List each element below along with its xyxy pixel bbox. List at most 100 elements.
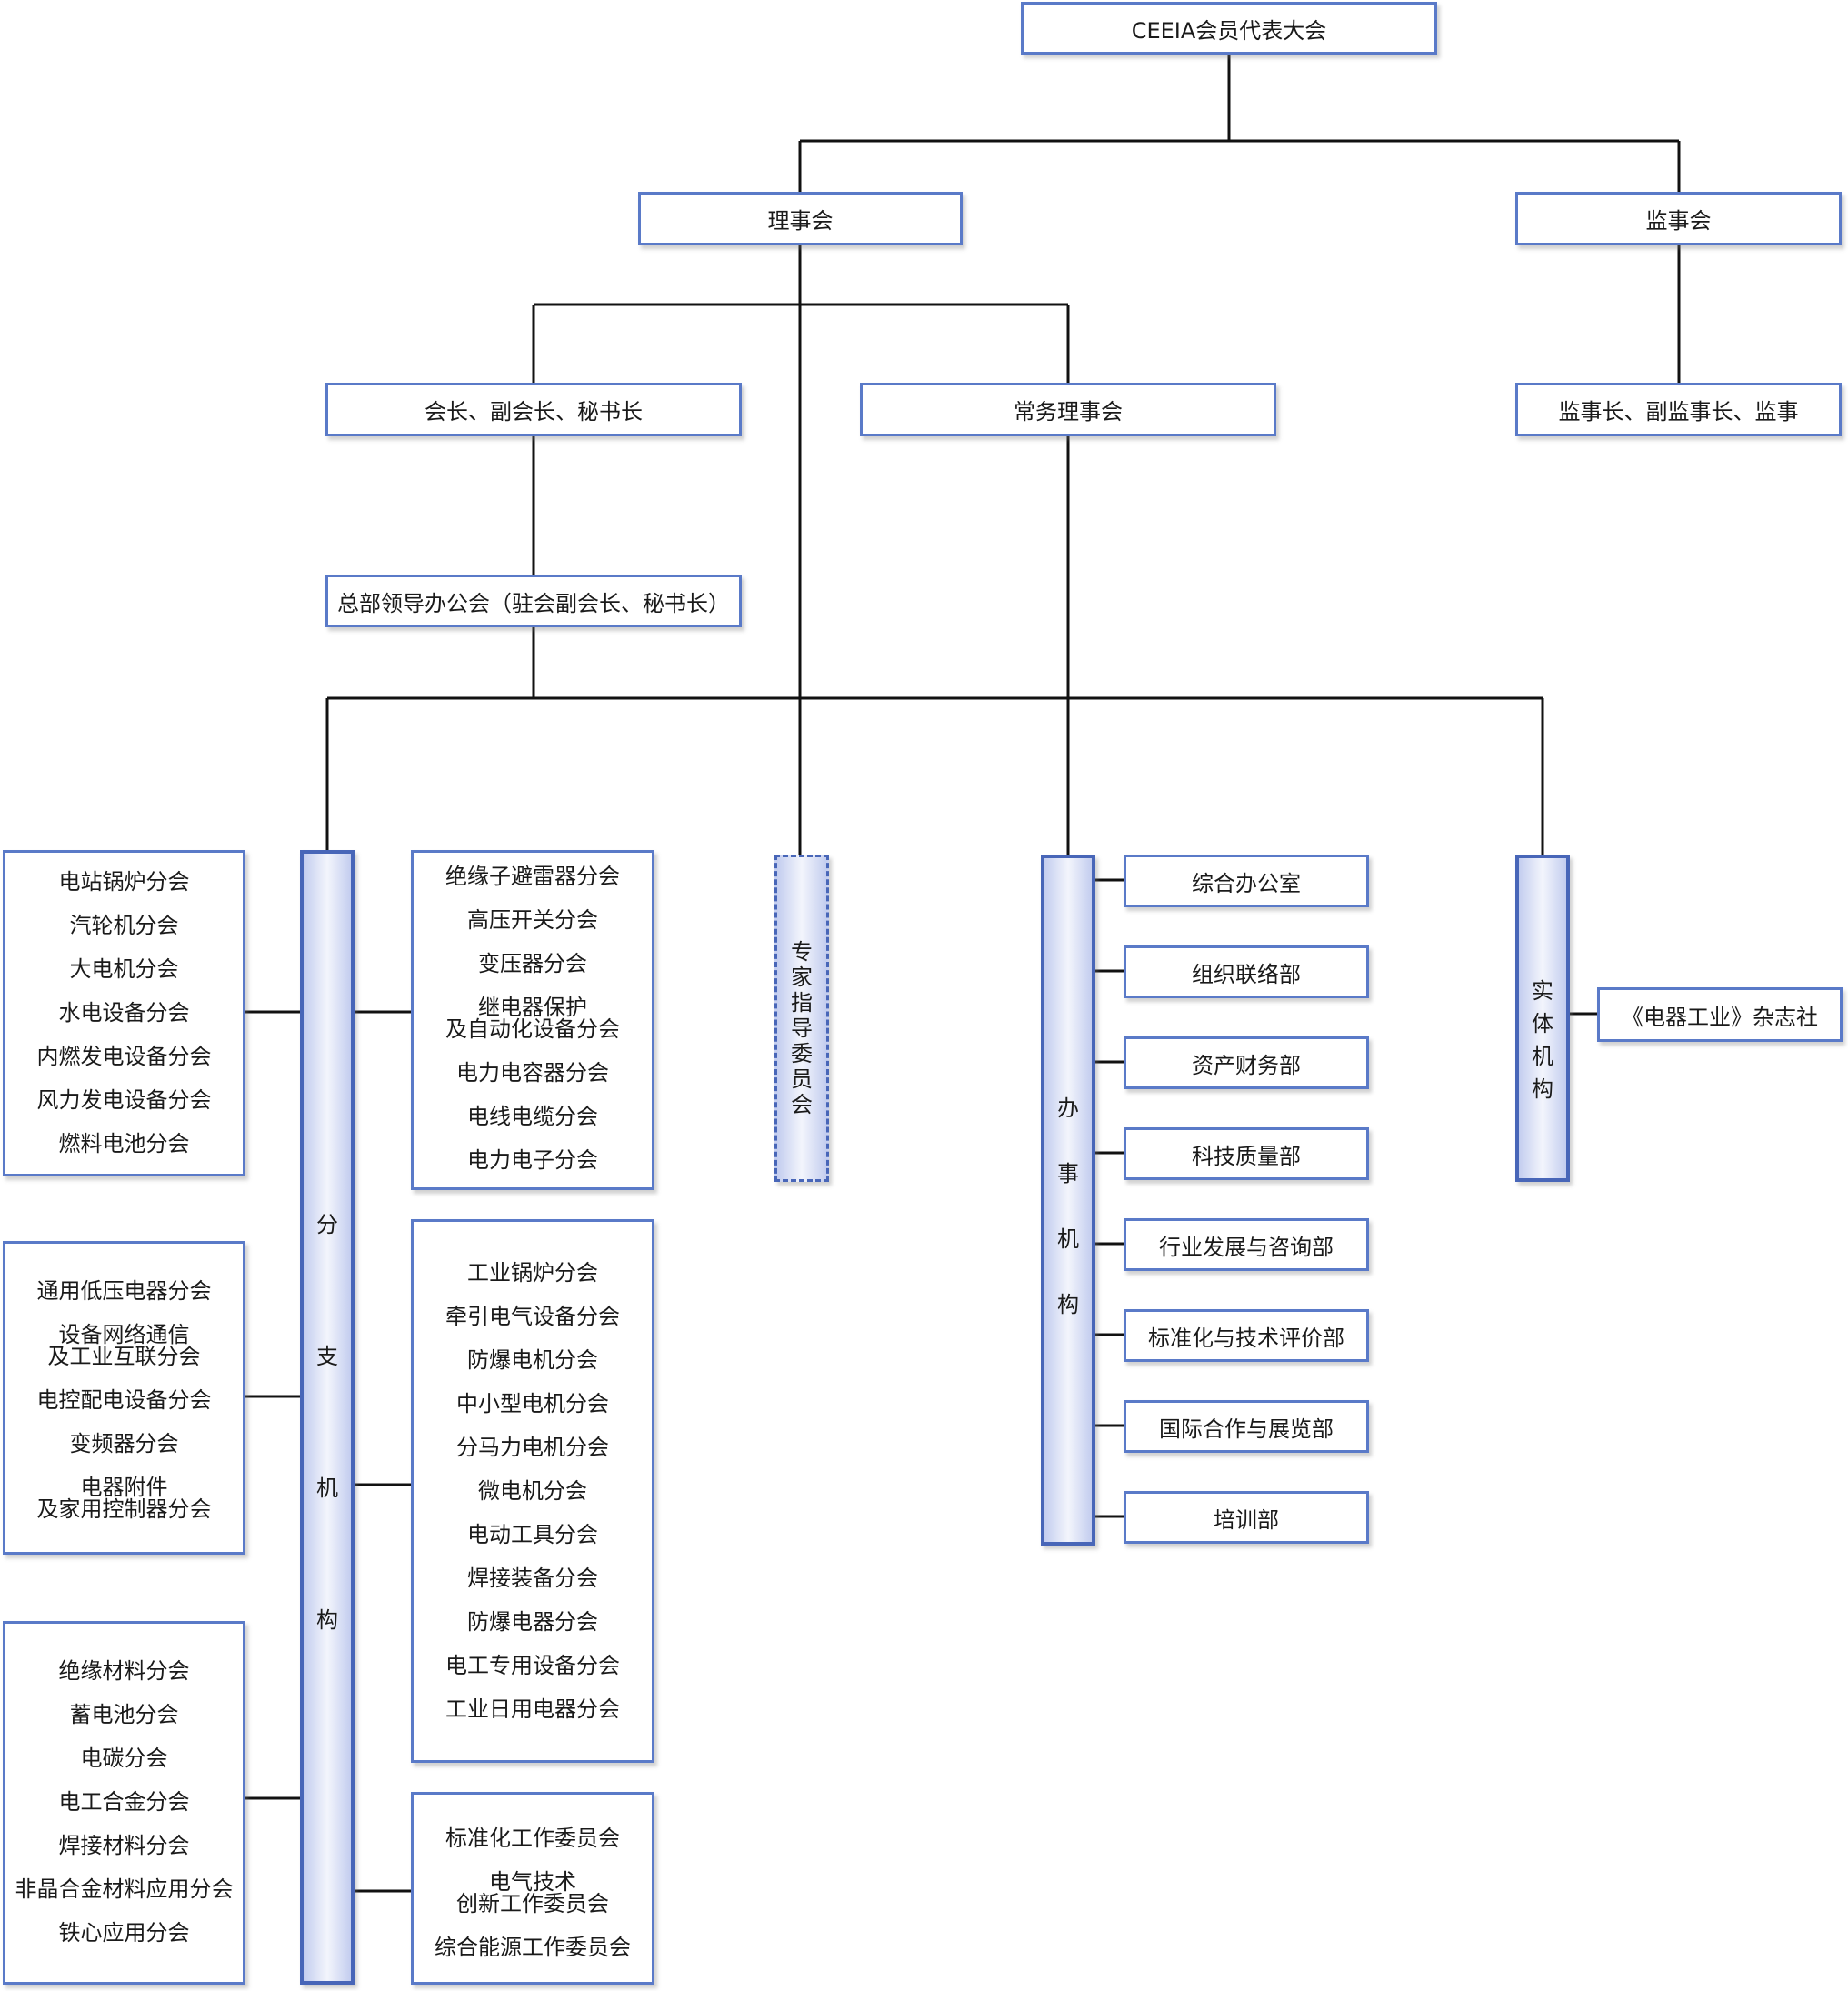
list-item: 设备网络通信 及工业互联分会 bbox=[47, 1322, 201, 1369]
list-item: 分马力电机分会 bbox=[456, 1435, 609, 1460]
list-item: 电动工具分会 bbox=[467, 1522, 598, 1547]
council-box: 理事会 bbox=[638, 192, 963, 245]
magazine-box: 《电器工业》杂志社 bbox=[1597, 987, 1843, 1042]
list-item: 牵引电气设备分会 bbox=[445, 1304, 620, 1329]
expert-char-2: 家 bbox=[791, 965, 813, 990]
department-box: 综合办公室 bbox=[1124, 855, 1369, 907]
department-label: 组织联络部 bbox=[1192, 961, 1301, 987]
department-box: 行业发展与咨询部 bbox=[1124, 1218, 1369, 1271]
office-char-4: 构 bbox=[1057, 1292, 1079, 1317]
supervisory-board-label: 监事会 bbox=[1645, 208, 1712, 234]
right-group-1: 绝缘子避雷器分会 高压开关分会 变压器分会 继电器保护 及自动化设备分会 电力电… bbox=[411, 850, 654, 1190]
list-item: 高压开关分会 bbox=[467, 907, 598, 933]
department-box: 培训部 bbox=[1124, 1491, 1369, 1544]
department-label: 科技质量部 bbox=[1192, 1143, 1301, 1169]
list-item: 铁心应用分会 bbox=[58, 1920, 190, 1946]
list-item: 变压器分会 bbox=[478, 951, 587, 976]
entity-char-1: 实 bbox=[1532, 978, 1553, 1004]
list-item: 电控配电设备分会 bbox=[36, 1387, 212, 1413]
list-item: 电站锅炉分会 bbox=[58, 869, 190, 895]
department-box: 标准化与技术评价部 bbox=[1124, 1309, 1369, 1362]
list-item: 水电设备分会 bbox=[58, 1000, 190, 1026]
list-item: 防爆电器分会 bbox=[467, 1609, 598, 1635]
office-char-3: 机 bbox=[1057, 1226, 1079, 1252]
list-item: 绝缘子避雷器分会 bbox=[445, 864, 620, 889]
entity-char-4: 构 bbox=[1532, 1076, 1553, 1102]
list-item: 内燃发电设备分会 bbox=[36, 1044, 212, 1069]
expert-char-6: 员 bbox=[791, 1066, 813, 1092]
list-item: 燃料电池分会 bbox=[58, 1131, 190, 1156]
entity-char-3: 机 bbox=[1532, 1044, 1553, 1069]
list-item: 电力电容器分会 bbox=[456, 1060, 609, 1086]
department-box: 组织联络部 bbox=[1124, 945, 1369, 998]
list-item: 焊接装备分会 bbox=[467, 1566, 598, 1591]
branch-org-bar: 分 支 机 构 bbox=[300, 850, 355, 1985]
department-label: 资产财务部 bbox=[1192, 1052, 1301, 1078]
branch-char-4: 构 bbox=[316, 1607, 338, 1633]
office-org-bar: 办 事 机 构 bbox=[1041, 855, 1095, 1546]
list-item: 非晶合金材料应用分会 bbox=[15, 1876, 234, 1902]
expert-char-3: 指 bbox=[791, 990, 813, 1016]
right-group-3: 标准化工作委员会 电气技术 创新工作委员会 综合能源工作委员会 bbox=[411, 1792, 654, 1985]
office-char-1: 办 bbox=[1057, 1096, 1079, 1121]
list-item: 电工专用设备分会 bbox=[445, 1653, 620, 1678]
branch-char-1: 分 bbox=[316, 1212, 338, 1237]
department-label: 培训部 bbox=[1214, 1506, 1279, 1533]
hq-office-box: 总部领导办公会（驻会副会长、秘书长） bbox=[325, 575, 742, 627]
list-item: 焊接材料分会 bbox=[58, 1833, 190, 1858]
department-label: 国际合作与展览部 bbox=[1159, 1416, 1334, 1442]
list-item: 电力电子分会 bbox=[467, 1147, 598, 1173]
leadership-box: 会长、副会长、秘书长 bbox=[325, 383, 742, 436]
department-label: 行业发展与咨询部 bbox=[1159, 1234, 1334, 1260]
list-item: 标准化工作委员会 bbox=[445, 1826, 620, 1851]
list-item: 风力发电设备分会 bbox=[36, 1087, 212, 1113]
list-item: 大电机分会 bbox=[69, 956, 179, 982]
members-congress-label: CEEIA会员代表大会 bbox=[1131, 17, 1327, 44]
magazine-label: 《电器工业》杂志社 bbox=[1622, 1004, 1818, 1030]
council-label: 理事会 bbox=[767, 208, 834, 234]
list-item: 防爆电机分会 bbox=[467, 1347, 598, 1373]
department-label: 综合办公室 bbox=[1192, 870, 1301, 896]
office-char-2: 事 bbox=[1057, 1161, 1079, 1186]
expert-committee-bar: 专 家 指 导 委 员 会 bbox=[774, 855, 829, 1182]
list-item: 电线电缆分会 bbox=[467, 1104, 598, 1129]
expert-char-7: 会 bbox=[791, 1092, 813, 1117]
left-group-1: 电站锅炉分会 汽轮机分会 大电机分会 水电设备分会 内燃发电设备分会 风力发电设… bbox=[3, 850, 245, 1176]
expert-char-4: 导 bbox=[791, 1016, 813, 1041]
left-group-3: 绝缘材料分会 蓄电池分会 电碳分会 电工合金分会 焊接材料分会 非晶合金材料应用… bbox=[3, 1621, 245, 1985]
list-item: 继电器保护 及自动化设备分会 bbox=[445, 995, 620, 1042]
entity-org-bar: 实 体 机 构 bbox=[1515, 855, 1570, 1182]
left-group-2: 通用低压电器分会 设备网络通信 及工业互联分会 电控配电设备分会 变频器分会 电… bbox=[3, 1241, 245, 1555]
leadership-label: 会长、副会长、秘书长 bbox=[425, 399, 643, 425]
list-item: 综合能源工作委员会 bbox=[435, 1935, 631, 1960]
list-item: 电工合金分会 bbox=[58, 1789, 190, 1815]
supervisors-box: 监事长、副监事长、监事 bbox=[1515, 383, 1842, 436]
list-item: 通用低压电器分会 bbox=[36, 1278, 212, 1304]
list-item: 蓄电池分会 bbox=[69, 1702, 179, 1727]
department-label: 标准化与技术评价部 bbox=[1148, 1325, 1344, 1351]
department-box: 国际合作与展览部 bbox=[1124, 1400, 1369, 1453]
right-group-2: 工业锅炉分会 牵引电气设备分会 防爆电机分会 中小型电机分会 分马力电机分会 微… bbox=[411, 1219, 654, 1763]
supervisory-board-box: 监事会 bbox=[1515, 192, 1842, 245]
expert-char-1: 专 bbox=[791, 939, 813, 965]
list-item: 工业日用电器分会 bbox=[445, 1696, 620, 1722]
list-item: 电器附件 及家用控制器分会 bbox=[36, 1475, 212, 1522]
members-congress-box: CEEIA会员代表大会 bbox=[1021, 2, 1437, 55]
list-item: 汽轮机分会 bbox=[69, 913, 179, 938]
standing-council-label: 常务理事会 bbox=[1014, 399, 1123, 425]
expert-char-5: 委 bbox=[791, 1041, 813, 1066]
department-box: 科技质量部 bbox=[1124, 1127, 1369, 1180]
list-item: 中小型电机分会 bbox=[456, 1391, 609, 1416]
list-item: 微电机分会 bbox=[478, 1478, 587, 1504]
supervisors-label: 监事长、副监事长、监事 bbox=[1558, 399, 1799, 425]
entity-char-2: 体 bbox=[1532, 1011, 1553, 1036]
standing-council-box: 常务理事会 bbox=[860, 383, 1276, 436]
branch-char-3: 机 bbox=[316, 1476, 338, 1501]
list-item: 变频器分会 bbox=[69, 1431, 179, 1456]
list-item: 电碳分会 bbox=[80, 1746, 168, 1771]
department-box: 资产财务部 bbox=[1124, 1036, 1369, 1089]
branch-char-2: 支 bbox=[316, 1344, 338, 1369]
hq-office-label: 总部领导办公会（驻会副会长、秘书长） bbox=[337, 590, 730, 616]
